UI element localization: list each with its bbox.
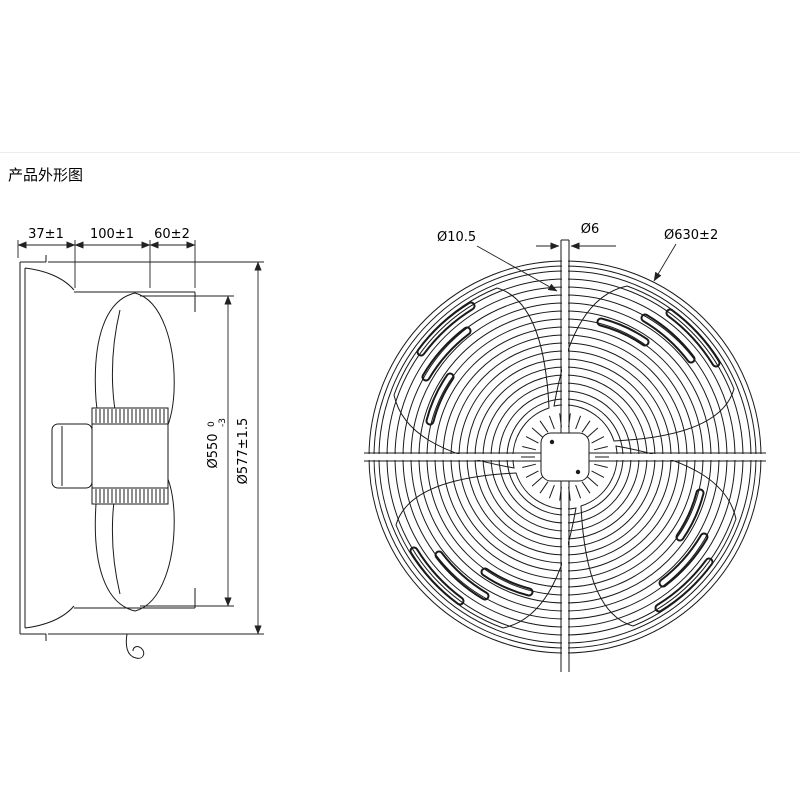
hub-tick [594, 445, 608, 451]
hub-tick [581, 420, 591, 433]
dim-label-flange-depth: 37±1 [28, 227, 64, 242]
bellmouth-top [24, 267, 75, 291]
dim-label-impeller-tol-upper: 0 [207, 421, 217, 427]
hub-screw [549, 439, 555, 445]
hub-tick [587, 427, 599, 438]
hub-tick [575, 415, 582, 430]
hub-tick [559, 413, 562, 428]
rotor-body [91, 407, 169, 505]
hub-screw [575, 469, 581, 475]
dim-label-guard-diameter: Ø630±2 [664, 228, 718, 243]
hub-tick [575, 484, 582, 499]
motor-assembly [51, 407, 169, 505]
slot [427, 374, 453, 424]
hub-tick [568, 413, 571, 428]
slot [423, 328, 470, 380]
cable-hook [125, 633, 145, 659]
front-view: Ø10.5 Ø6 Ø630±2 [364, 222, 766, 672]
hub-tick [591, 436, 605, 444]
fan-blades-front [393, 285, 737, 629]
hub-tick [539, 481, 549, 494]
dim-label-body-depth: 100±1 [90, 227, 134, 242]
rotor-cooling-ribs [95, 409, 165, 503]
motor-front [51, 423, 93, 489]
hub-clip-ticks [521, 413, 609, 501]
hub-plate [540, 432, 590, 482]
dim-label-mounting-hole: Ø10.5 [437, 230, 476, 245]
bellmouth-bottom [24, 605, 75, 629]
dim-label-ring-depth: 60±2 [154, 227, 190, 242]
hub-tick [568, 486, 571, 501]
dim-label-impeller-tol-lower: -3 [218, 418, 228, 427]
leader-guard-diameter [653, 243, 677, 282]
dim-label-impeller-group: Ø550 0 -3 [206, 418, 228, 469]
hub-tick [548, 484, 555, 499]
hub-tick [581, 481, 591, 494]
leader-mounting-hole [476, 245, 558, 292]
hub-tick [548, 415, 555, 430]
dim-label-overall-group: Ø577±1.5 [236, 418, 251, 485]
hub-tick [522, 463, 536, 469]
hub-tick [594, 463, 608, 469]
dim-label-impeller-diameter: Ø550 [206, 433, 221, 468]
hub-tick [559, 486, 562, 501]
front-view-dimensions: Ø10.5 Ø6 Ø630±2 [437, 222, 718, 292]
hub-tick [591, 470, 605, 478]
hub [540, 432, 590, 482]
side-view: 37±1 100±1 60±2 Ø550 0 -3 Ø577±1.5 [17, 227, 264, 659]
hub-tick [539, 420, 549, 433]
hub-tick [531, 476, 543, 487]
hub-tick [587, 476, 599, 487]
dim-label-overall-diameter: Ø577±1.5 [236, 418, 251, 485]
fan-ring-edges [74, 291, 196, 609]
wall-plate [19, 255, 145, 659]
page-title: 产品外形图 [8, 166, 84, 184]
side-view-dimensions: 37±1 100±1 60±2 Ø550 0 -3 Ø577±1.5 [17, 227, 264, 635]
hub-tick [522, 445, 536, 451]
hub-tick [531, 427, 543, 438]
top-divider [0, 152, 800, 153]
hub-tick [525, 470, 539, 478]
dim-label-guard-wire: Ø6 [581, 222, 600, 237]
hub-tick [525, 436, 539, 444]
fan-blade [393, 287, 550, 469]
